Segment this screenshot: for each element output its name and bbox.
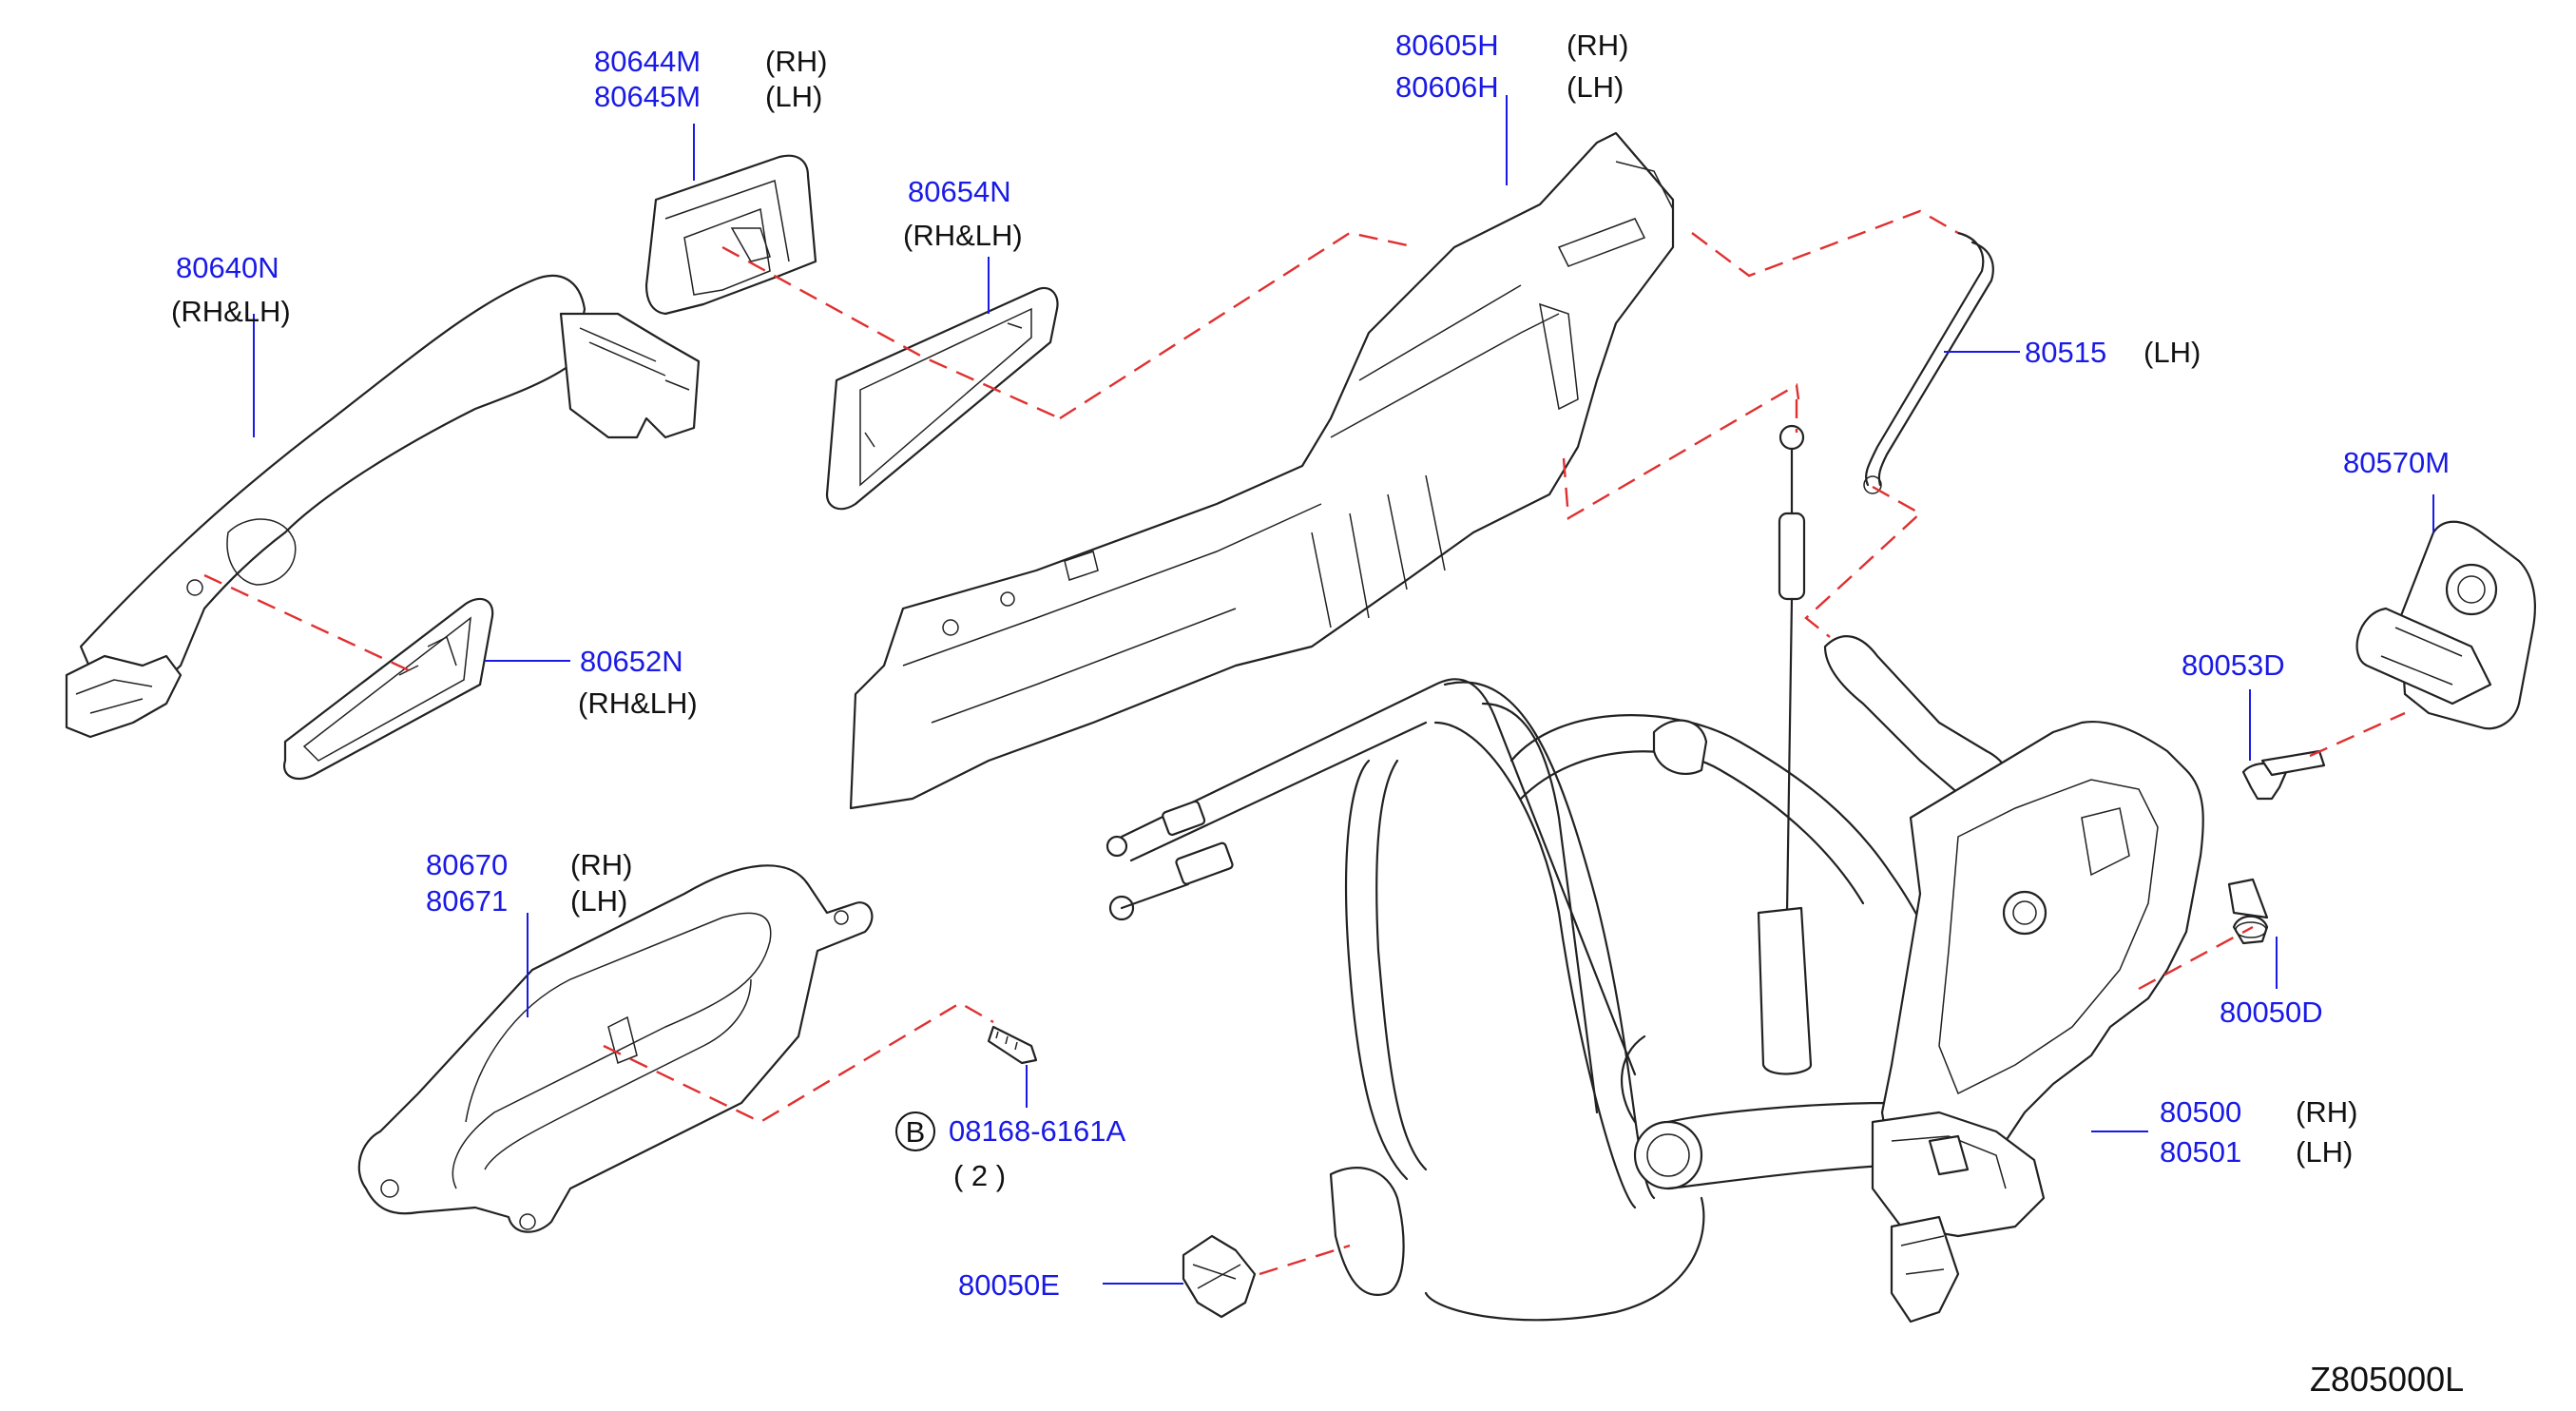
part-number: 80654N <box>908 175 1011 208</box>
handle-gasket-front <box>825 286 1059 511</box>
callout-80640N: 80640N (RH&LH) <box>171 251 291 328</box>
callout-80500-80501: 80500 (RH) 80501 (LH) <box>2160 1095 2357 1169</box>
bubble-letter: B <box>906 1115 926 1149</box>
side-label: (LH) <box>1567 70 1624 104</box>
part-number: 80570M <box>2343 446 2450 479</box>
quantity-label: ( 2 ) <box>953 1159 1006 1192</box>
side-label: (RH) <box>570 848 632 881</box>
door-striker <box>2355 520 2536 730</box>
diagram-code: Z805000L <box>2310 1360 2464 1399</box>
callout-80654N: 80654N (RH&LH) <box>903 175 1023 252</box>
actuator-screw <box>2227 878 2269 945</box>
side-label: (RH&LH) <box>578 686 698 720</box>
part-number: 80605H <box>1395 29 1499 62</box>
part-number: 08168-6161A <box>949 1114 1125 1148</box>
cable-clip <box>1182 1234 1257 1319</box>
part-number: 80671 <box>426 884 508 918</box>
part-number: 80050E <box>958 1268 1060 1302</box>
door-lock-actuator <box>1823 635 2204 1324</box>
side-label: (RH&LH) <box>171 295 291 328</box>
outside-handle-bracket <box>849 131 1675 810</box>
side-label: (LH) <box>570 884 627 918</box>
side-label: (RH&LH) <box>903 219 1023 252</box>
callout-80652N: 80652N (RH&LH) <box>578 645 698 720</box>
bolt <box>987 1025 1038 1065</box>
outside-handle-grip <box>65 274 701 739</box>
callout-80570M: 80570M <box>2343 446 2450 479</box>
side-label: (LH) <box>2143 336 2201 369</box>
part-number: 80050D <box>2220 995 2323 1029</box>
part-number: 80501 <box>2160 1135 2241 1169</box>
callout-80605H-80606H: 80605H (RH) 80606H (LH) <box>1395 29 1628 104</box>
part-number: 80645M <box>594 80 701 113</box>
side-label: (RH) <box>765 45 827 78</box>
part-number: 80670 <box>426 848 508 881</box>
part-number: 80652N <box>580 645 683 678</box>
part-number: 80515 <box>2025 336 2106 369</box>
cable-assembly <box>1105 424 1998 1322</box>
callout-80050D: 80050D <box>2220 995 2323 1029</box>
side-label: (RH) <box>1567 29 1628 62</box>
callout-80515: 80515 (LH) <box>2025 336 2201 369</box>
callout-80670-80671: 80670 (RH) 80671 (LH) <box>426 848 632 918</box>
callout-80644M-80645M: 80644M (RH) 80645M (LH) <box>594 45 827 113</box>
part-number: 80640N <box>176 251 279 284</box>
key-cylinder-escutcheon <box>644 154 817 316</box>
callout-80050E: 80050E <box>958 1268 1060 1302</box>
lock-rod-cable <box>1863 231 1994 494</box>
part-number: 80606H <box>1395 70 1499 104</box>
part-number: 80053D <box>2182 648 2285 682</box>
leader-lines <box>253 95 2434 1285</box>
part-number: 80644M <box>594 45 701 78</box>
bubble-marker <box>895 1111 935 1151</box>
callout-08168-6161A: B 08168-6161A ( 2 ) <box>895 1111 1125 1192</box>
part-number: 80500 <box>2160 1095 2241 1129</box>
side-label: (LH) <box>2296 1135 2353 1169</box>
alignment-lines <box>203 209 2406 1276</box>
side-label: (RH) <box>2296 1095 2357 1129</box>
side-label: (LH) <box>765 80 822 113</box>
callout-80053D: 80053D <box>2182 648 2285 682</box>
handle-gasket-rear <box>282 597 494 781</box>
inside-door-handle <box>357 864 874 1233</box>
striker-screw <box>2241 749 2326 801</box>
